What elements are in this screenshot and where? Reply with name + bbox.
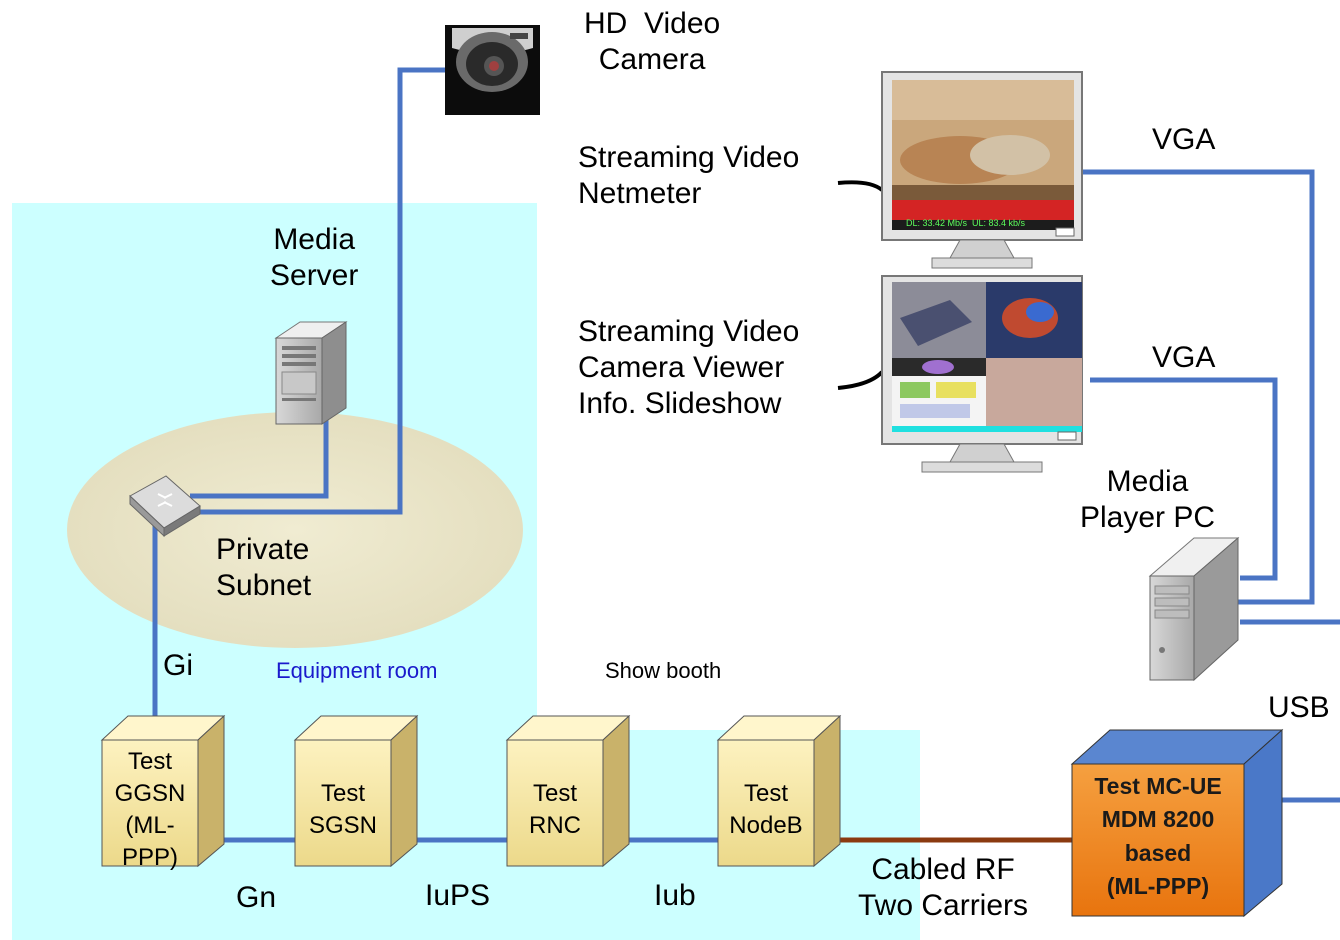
ethernet-links [152, 67, 1340, 843]
viewer-pointer [837, 370, 884, 390]
iups-label: IuPS [425, 879, 491, 912]
gi-label: Gi [163, 649, 193, 682]
camera-link [196, 67, 445, 515]
gn-label: Gn [236, 881, 277, 914]
netmeter-label: Streaming Video Netmeter [578, 141, 800, 210]
usb-label: USB [1268, 691, 1330, 724]
cabled-rf-label: Cabled RF Two Carriers [858, 853, 1029, 922]
ue-label: Test MC-UE MDM 8200 based (ML-PPP) [1094, 773, 1222, 900]
hd-camera-image [445, 25, 540, 115]
ggsn-label: Test GGSN (ML- PPP) [114, 748, 186, 872]
equipment-room-label: Equipment room [276, 658, 438, 683]
private-subnet-ellipse [67, 412, 523, 648]
vga-top-label: VGA [1152, 123, 1216, 156]
sgsn-box [293, 714, 419, 868]
ggsn-box [100, 714, 226, 868]
netmeter-pointer [837, 180, 884, 192]
netmeter-status-text: DL: 33.42 Mb/s UL: 83.4 kb/s [906, 218, 1026, 228]
iub-label: Iub [654, 879, 696, 912]
viewer-label: Streaming Video Camera Viewer Info. Slid… [578, 315, 800, 420]
sgsn-label: Test SGSN [308, 780, 377, 840]
ue-box [1070, 728, 1284, 918]
router-icon [129, 475, 201, 538]
viewer-monitor [881, 275, 1083, 473]
server-link [190, 418, 329, 499]
vga-bottom-label: VGA [1152, 341, 1216, 374]
vga-bottom-link [1090, 377, 1278, 581]
rnc-label: Test RNC [529, 780, 581, 840]
nodeb-label: Test NodeB [729, 780, 803, 840]
media-server-label: Media Server [270, 223, 359, 292]
netmeter-monitor [881, 71, 1083, 269]
show-booth-label: Show booth [605, 658, 722, 683]
media-server-icon [274, 321, 348, 425]
hd-camera-label: HD Video Camera [584, 7, 721, 76]
vga-top-link [1080, 169, 1315, 605]
nodeb-box [716, 714, 842, 868]
media-player-pc-label: Media Player PC [1080, 465, 1216, 534]
private-subnet-label: Private Subnet [216, 533, 312, 602]
media-player-pc-icon [1148, 536, 1240, 682]
rnc-box [505, 714, 631, 868]
